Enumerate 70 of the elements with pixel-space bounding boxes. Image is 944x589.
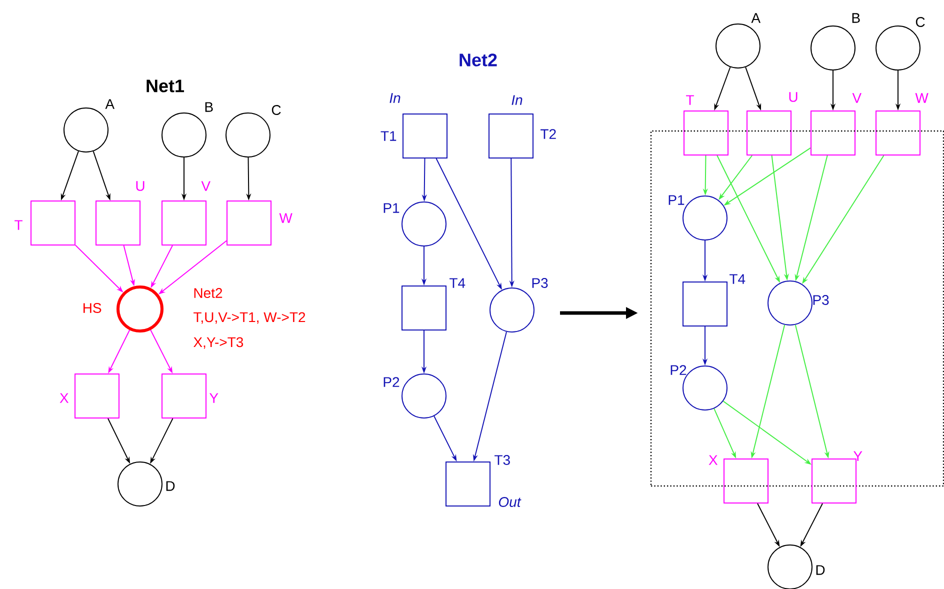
node-label: V [852, 93, 862, 103]
node-label: P2 [384, 377, 400, 387]
node-label: T [686, 95, 694, 105]
transition-box [226, 200, 272, 246]
place-circle [118, 462, 162, 506]
transition-box [446, 462, 490, 506]
transition-box [746, 110, 792, 156]
place-circle [876, 26, 921, 70]
transition-box [162, 200, 206, 246]
node-label: P2 [670, 365, 686, 375]
place-circle [64, 108, 108, 152]
place-circle [682, 196, 728, 240]
place-circle [402, 374, 446, 418]
node-label: HS [84, 303, 102, 313]
transition-box [162, 374, 206, 418]
node-label: V [201, 181, 210, 191]
node-label: A [751, 13, 761, 23]
node-label: P1 [668, 195, 684, 205]
place-circle [116, 286, 164, 332]
node-label: Y [854, 451, 862, 461]
transition-box [682, 282, 728, 326]
transition-box [810, 110, 856, 156]
node-label: P3 [532, 278, 548, 288]
node-label: Y [210, 393, 218, 403]
transition-box [684, 110, 728, 156]
node-label: C [916, 17, 925, 27]
transition-box [724, 458, 768, 504]
place-circle [402, 202, 446, 246]
node-label: P3 [813, 295, 829, 305]
node-label: D [816, 565, 825, 575]
transition-box [402, 286, 446, 330]
transition-box [402, 114, 448, 158]
dotted-boundary [650, 130, 944, 487]
node-label: B [205, 102, 213, 112]
annotation-text: X,Y->T3 [194, 337, 244, 349]
place-circle [716, 24, 761, 68]
place-circle [162, 112, 206, 158]
node-label: U [136, 181, 144, 191]
place-circle [768, 280, 812, 326]
node-label: T4 [450, 278, 466, 288]
node-label: C [272, 105, 281, 115]
node-label: T [14, 220, 22, 230]
node-label: In [390, 93, 400, 103]
transition-box [96, 200, 140, 246]
place-circle [810, 26, 856, 70]
node-label: In [512, 95, 522, 105]
place-circle [490, 288, 534, 332]
annotation-text: Net2 [194, 288, 222, 298]
node-label: W [279, 213, 292, 223]
net-title: Net2 [460, 54, 497, 66]
node-label: D [166, 481, 175, 491]
node-label: P1 [384, 203, 400, 213]
node-label: T3 [494, 455, 510, 465]
node-label: T2 [540, 129, 556, 139]
node-label: X [708, 455, 718, 465]
transition-box [876, 110, 921, 156]
node-label: A [105, 99, 115, 109]
node-label: T1 [380, 131, 396, 141]
transition-box [74, 374, 120, 418]
place-circle [226, 112, 270, 158]
net-title: Net1 [146, 80, 184, 92]
transition-box [488, 114, 534, 158]
node-label: B [852, 13, 860, 23]
node-label: T4 [730, 274, 746, 284]
transition-box [30, 200, 76, 246]
node-label: U [789, 92, 798, 102]
node-label: Out [498, 497, 522, 507]
node-label: X [60, 393, 69, 403]
node-label: W [915, 93, 928, 103]
annotation-text: T,U,V->T1, W->T2 [194, 312, 306, 324]
